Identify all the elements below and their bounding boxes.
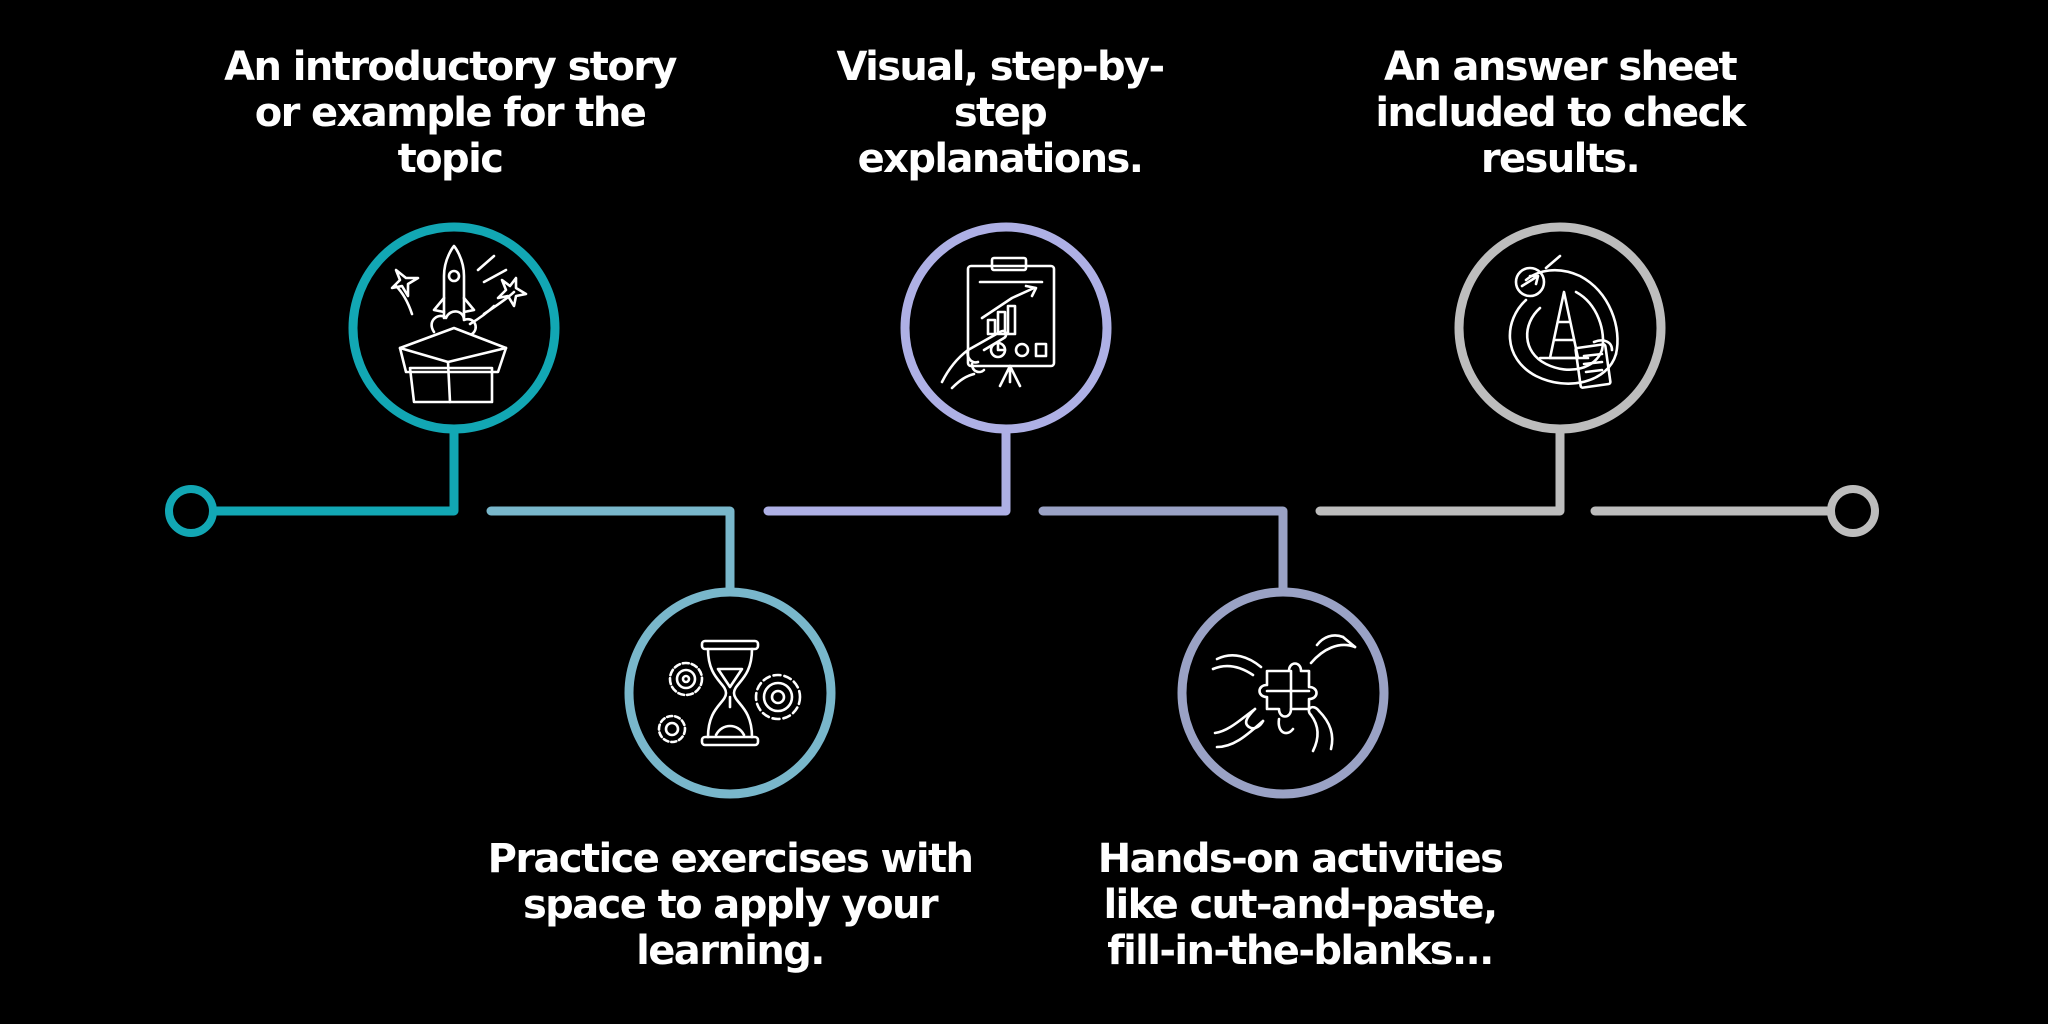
step-3-caption: Visual, step-by- step explanations.	[836, 44, 1165, 182]
timeline-segment-3	[763, 425, 1011, 516]
rocket-box-icon	[390, 244, 528, 404]
step-5-caption: An answer sheet included to check result…	[1375, 44, 1746, 182]
timeline-segment-1	[211, 425, 459, 516]
step-1-caption: An introductory story or example for the…	[224, 44, 677, 182]
puzzle-hands-icon	[1211, 634, 1357, 753]
step-2-ring	[624, 587, 836, 799]
step-2-caption: Practice exercises with space to apply y…	[487, 836, 974, 974]
start-node	[165, 485, 217, 537]
presentation-board-icon	[940, 256, 1056, 390]
timeline-segment-2	[486, 506, 735, 596]
timeline-segment-4	[1038, 506, 1288, 596]
step-4-caption: Hands-on activities like cut-and-paste, …	[1097, 836, 1504, 974]
step-4-ring	[1177, 587, 1389, 799]
end-node	[1827, 485, 1879, 537]
hourglass-gears-icon	[657, 639, 802, 747]
timeline-segment-5	[1315, 425, 1833, 516]
target-checklist-icon	[1508, 254, 1619, 389]
